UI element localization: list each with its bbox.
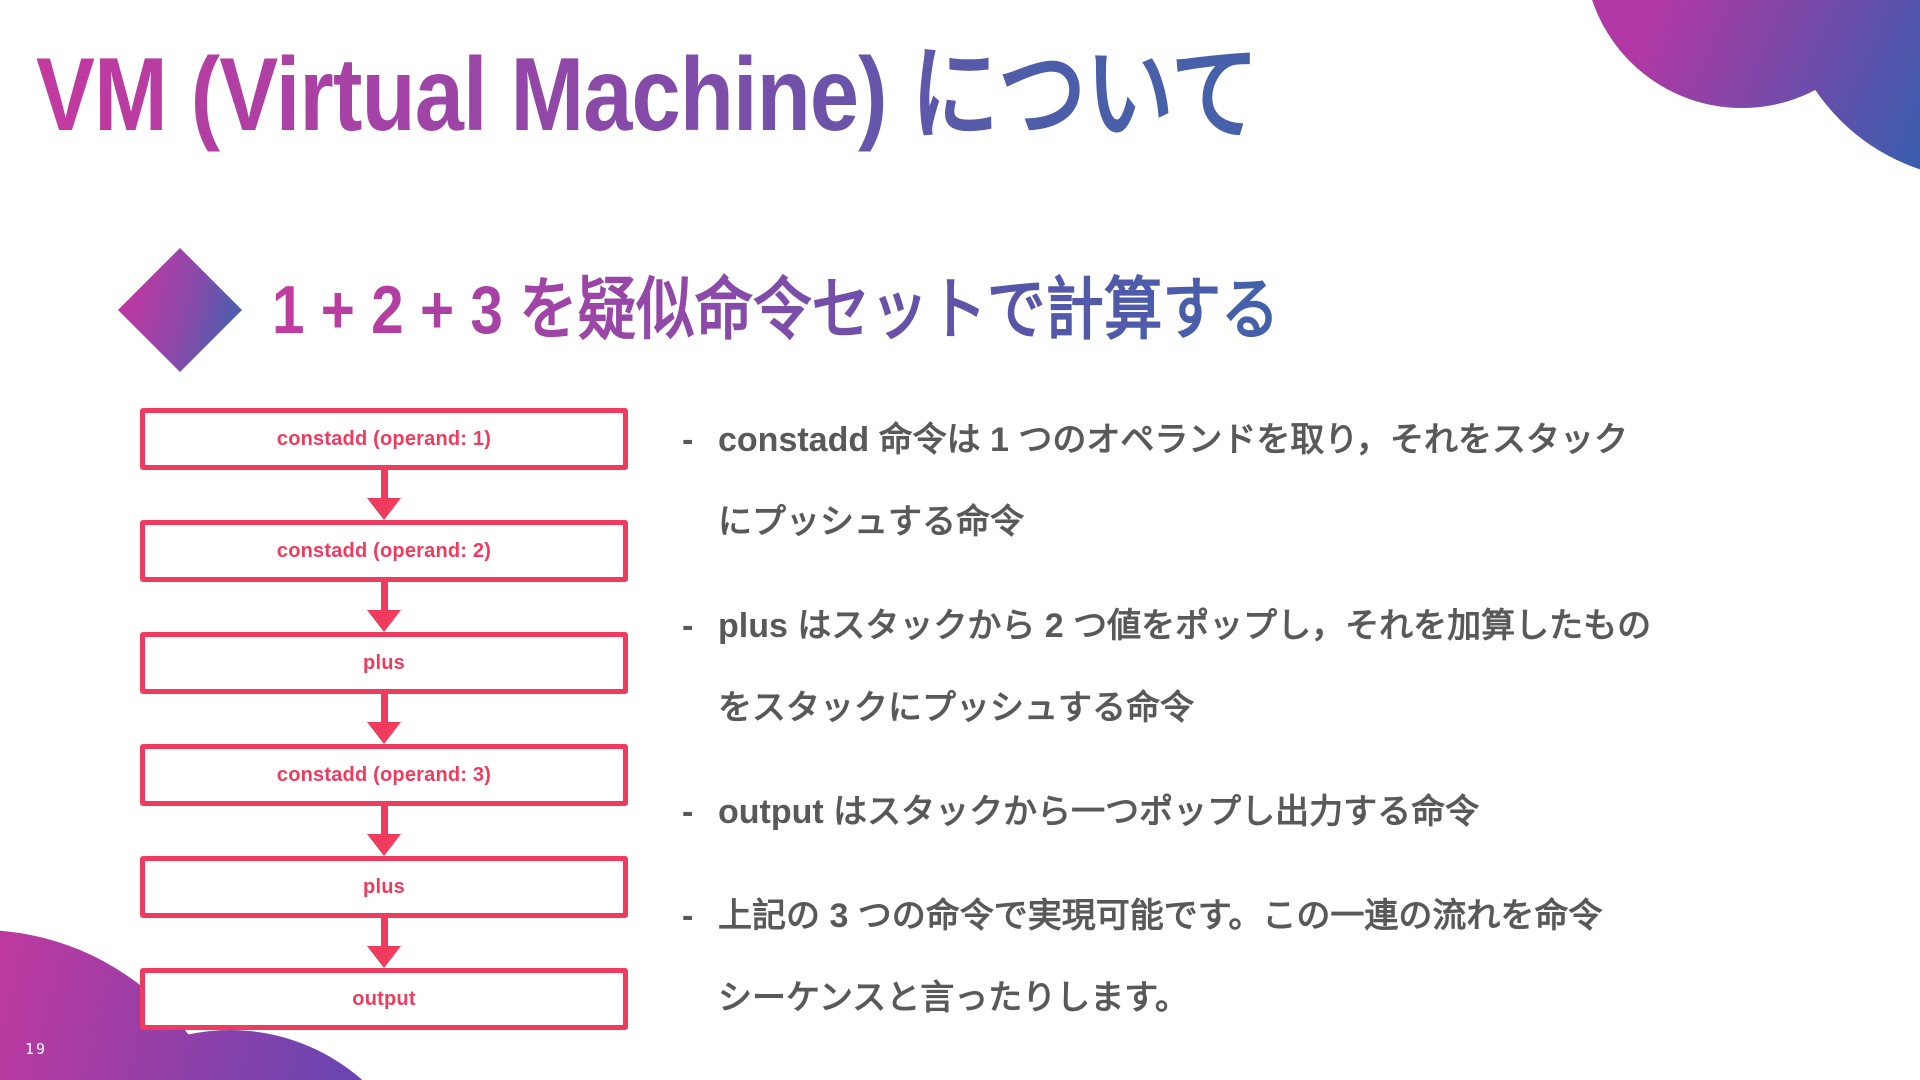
corner-decoration-bottom-left-icon [0, 930, 363, 1080]
diamond-bullet-icon [118, 248, 242, 372]
bullet-text-line: plus はスタックから 2 つ値をポップし，それを加算したもの [718, 607, 1652, 645]
bullet-text: plus はスタックから 2 つ値をポップし，それを加算したものをスタックにプッ… [718, 585, 1872, 749]
flowchart-step-label: plus [363, 651, 405, 674]
bullet-dash-icon: - [682, 793, 694, 831]
bullet-text-line: をスタックにプッシュする命令 [718, 689, 1194, 727]
bullet-dash-icon: - [682, 897, 694, 935]
flowchart-step: output [140, 968, 628, 1030]
flowchart-step: constadd (operand: 2) [140, 520, 628, 582]
bullet-text: output はスタックから一つポップし出力する命令 [718, 771, 1872, 853]
bullet-item: -上記の 3 つの命令で実現可能です。この一連の流れを命令シーケンスと言ったりし… [682, 875, 1872, 1039]
bullet-text-line: にプッシュする命令 [718, 503, 1024, 541]
flowchart-step: constadd (operand: 1) [140, 408, 628, 470]
flowchart-step-label: constadd (operand: 3) [276, 763, 492, 786]
flowchart-step: plus [140, 856, 628, 918]
slide-subtitle: 1 + 2 + 3 を疑似命令セットで計算する [272, 271, 1280, 348]
flowchart-step-label: output [352, 987, 416, 1010]
flowchart-step-label: constadd (operand: 2) [276, 539, 492, 562]
flow-arrow-icon [140, 918, 628, 968]
bullet-item: -output はスタックから一つポップし出力する命令 [682, 771, 1872, 853]
page-number: 19 [25, 1040, 48, 1058]
bullet-text: constadd 命令は 1 つのオペランドを取り，それをスタックにプッシュする… [718, 399, 1872, 563]
flow-arrow-icon [140, 694, 628, 744]
bullet-text-line: 上記の 3 つの命令で実現可能です。この一連の流れを命令 [718, 897, 1603, 935]
slide-title: VM (Virtual Machine) について [36, 30, 1259, 160]
bullet-text-line: シーケンスと言ったりします。 [718, 979, 1189, 1017]
flowchart-step: constadd (operand: 3) [140, 744, 628, 806]
bullet-text-line: constadd 命令は 1 つのオペランドを取り，それをスタック [718, 421, 1628, 459]
instruction-flowchart: constadd (operand: 1) constadd (operand: … [140, 408, 628, 1030]
bullet-dash-icon: - [682, 421, 694, 459]
flowchart-step-label: plus [363, 875, 405, 898]
bullet-dash-icon: - [682, 607, 694, 645]
bullet-list: -constadd 命令は 1 つのオペランドを取り，それをスタックにプッシュす… [682, 399, 1872, 1061]
bullet-text-line: output はスタックから一つポップし出力する命令 [718, 793, 1480, 831]
bullet-text: 上記の 3 つの命令で実現可能です。この一連の流れを命令シーケンスと言ったりしま… [718, 875, 1872, 1039]
flow-arrow-icon [140, 470, 628, 520]
flow-arrow-icon [140, 582, 628, 632]
flowchart-step: plus [140, 632, 628, 694]
bullet-item: -constadd 命令は 1 つのオペランドを取り，それをスタックにプッシュす… [682, 399, 1872, 563]
flowchart-step-label: constadd (operand: 1) [276, 427, 492, 450]
bullet-item: -plus はスタックから 2 つ値をポップし，それを加算したものをスタックにプ… [682, 585, 1872, 749]
flow-arrow-icon [140, 806, 628, 856]
subtitle-row: 1 + 2 + 3 を疑似命令セットで計算する [118, 248, 1443, 372]
corner-decoration-top-right-icon [1592, 0, 1920, 170]
